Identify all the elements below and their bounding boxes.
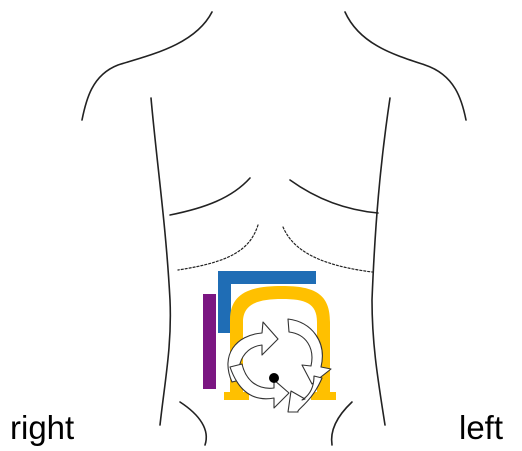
- chest-curve-right-line: [290, 180, 378, 213]
- purple-ascending-bar: [203, 294, 216, 389]
- yellow-arch-foot-left: [224, 392, 249, 400]
- hip-left-line: [180, 402, 206, 445]
- label-right: right: [10, 408, 74, 448]
- yellow-arch-foot-right: [311, 392, 336, 400]
- torso-side-left-line: [151, 98, 170, 425]
- neck-shoulder-right-line: [345, 12, 466, 120]
- label-left: left: [459, 408, 503, 448]
- chest-curve-left-line: [170, 178, 250, 215]
- neck-shoulder-left-line: [82, 12, 212, 120]
- ribcage-right-line: [283, 227, 372, 272]
- hip-right-line: [332, 402, 352, 445]
- torso-side-right-line: [372, 98, 390, 425]
- ribcage-left-line: [178, 225, 258, 270]
- navel-dot-icon: [269, 373, 279, 383]
